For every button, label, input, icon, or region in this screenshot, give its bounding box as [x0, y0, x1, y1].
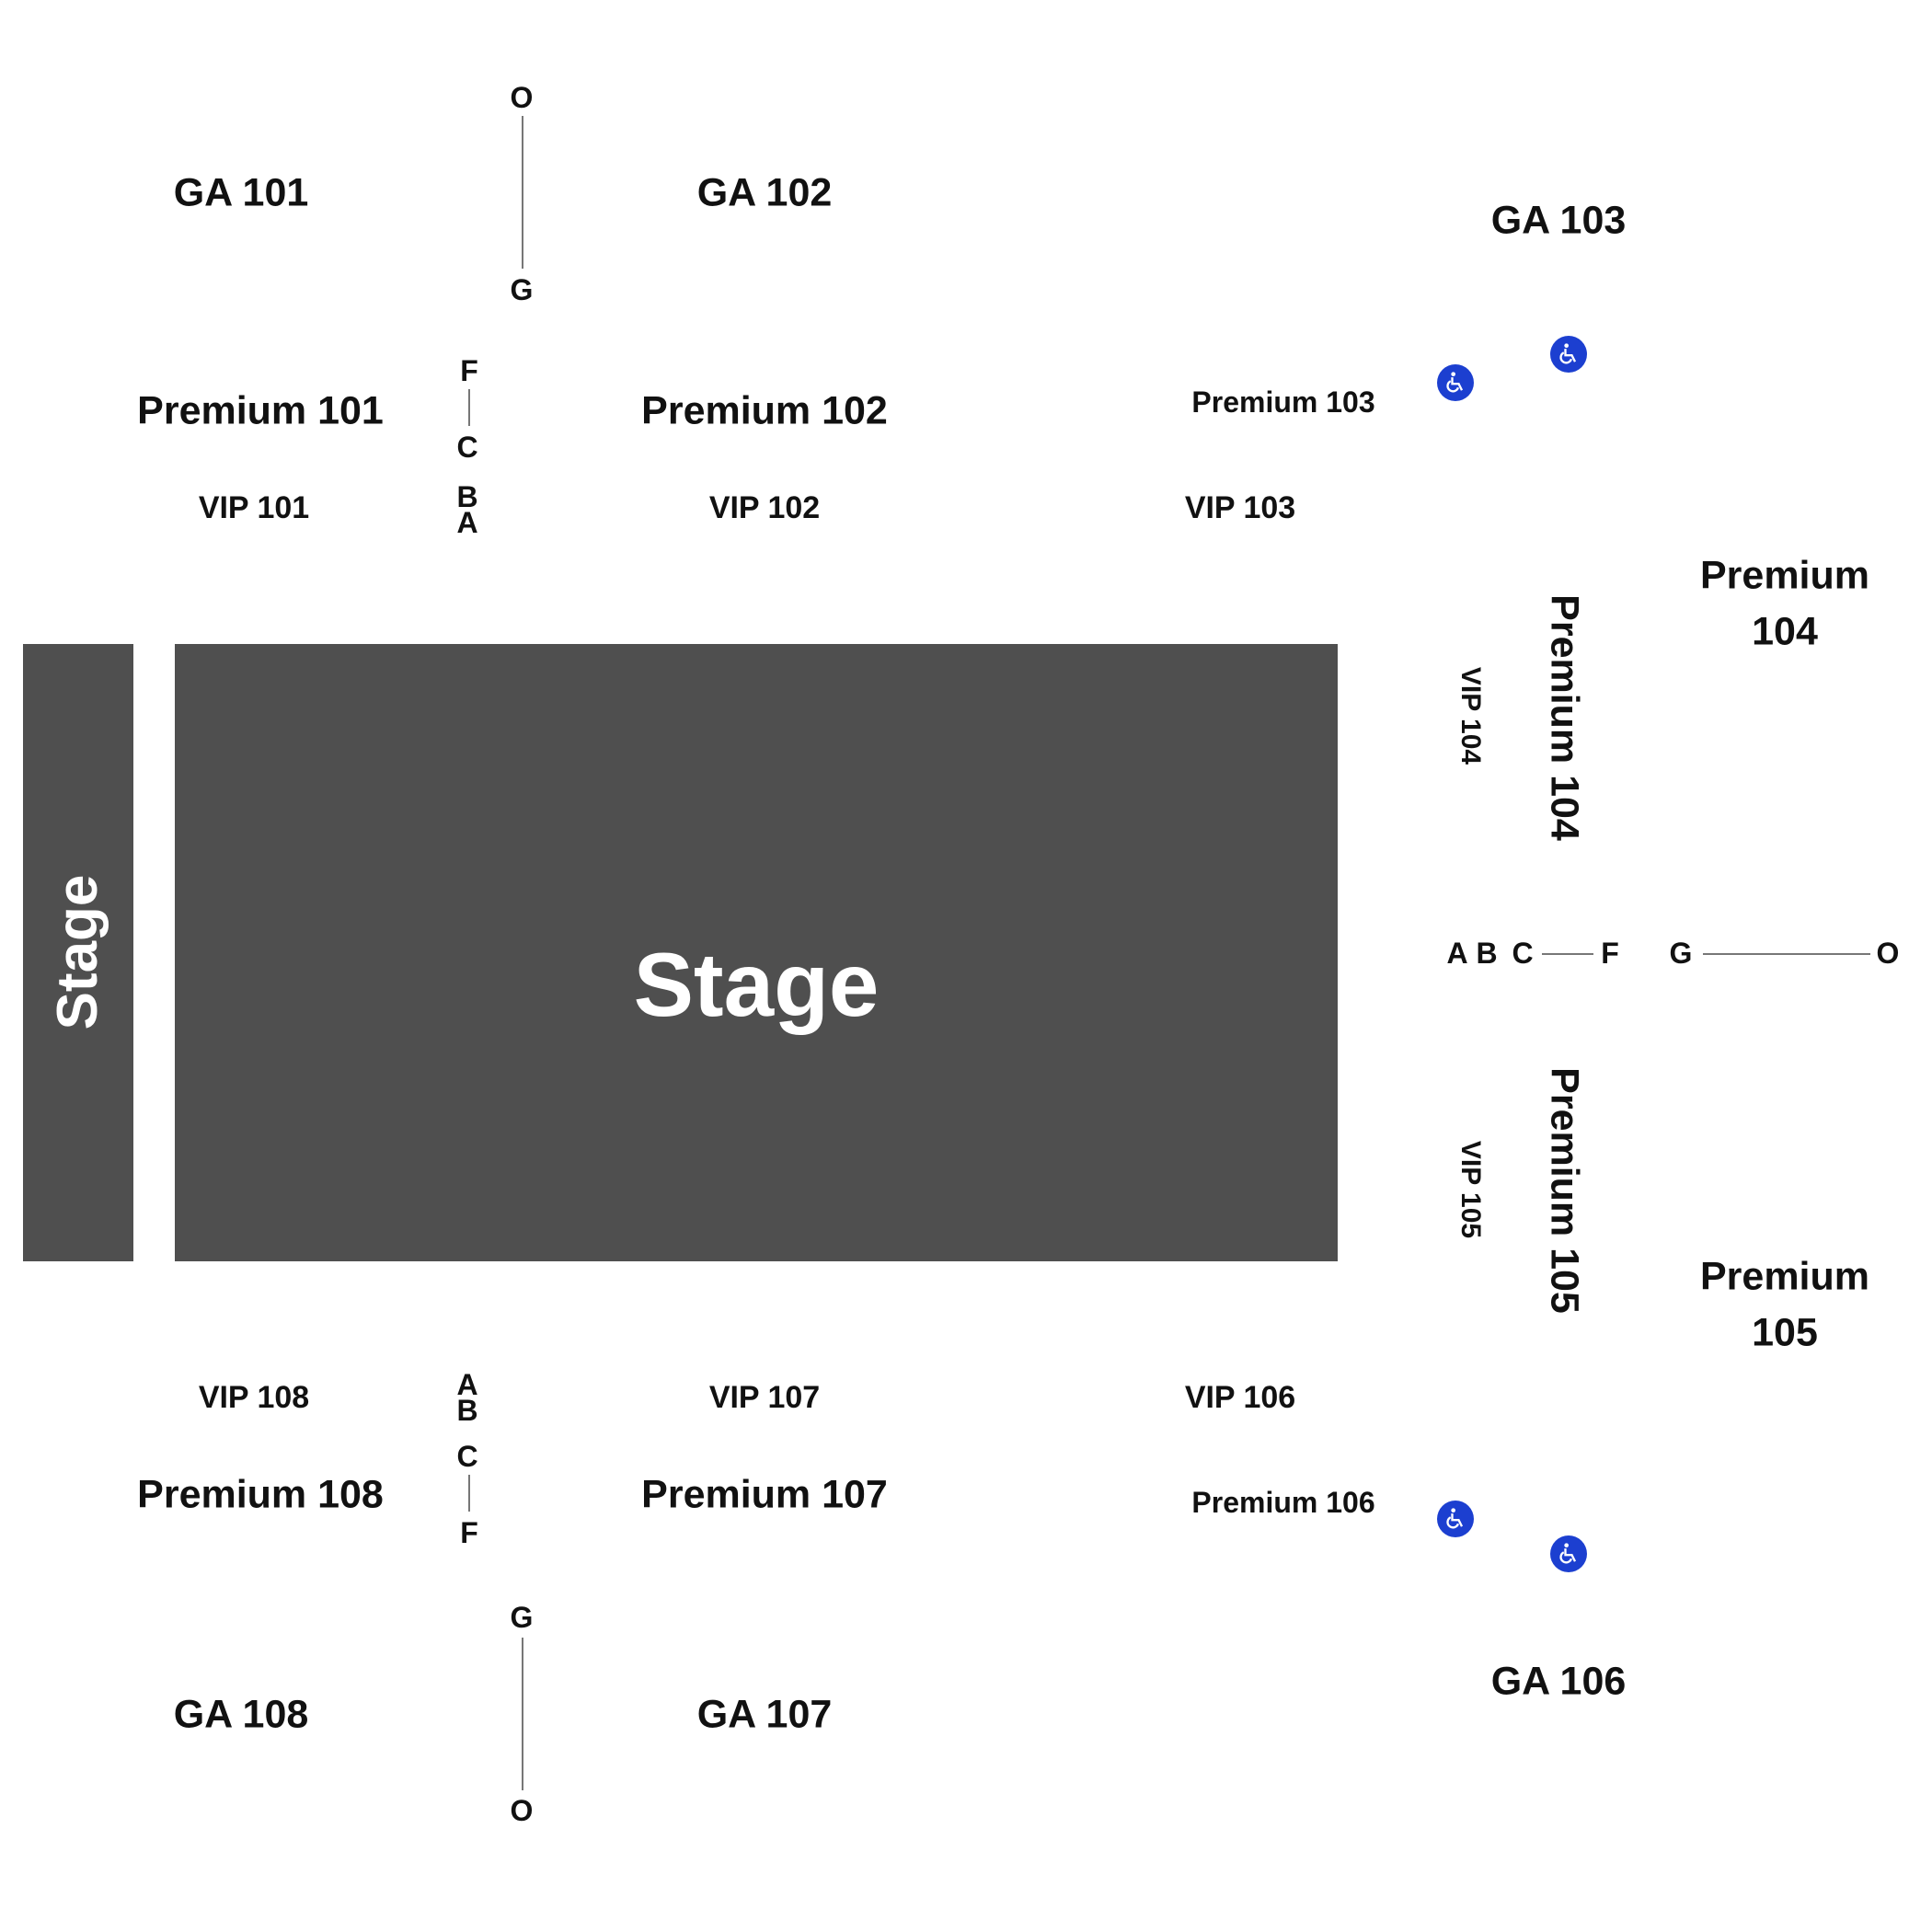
row-marker-top-f: F: [460, 354, 478, 387]
wheelchair-icon: [1550, 1535, 1587, 1572]
section-vip-103[interactable]: VIP 103: [1184, 490, 1296, 525]
row-marker-right-g: G: [1669, 937, 1693, 970]
row-marker-bottom-g: G: [510, 1601, 534, 1634]
section-ga-107[interactable]: GA 107: [696, 1692, 833, 1737]
side-stage: Stage: [23, 644, 133, 1261]
section-vip-107[interactable]: VIP 107: [708, 1380, 821, 1415]
row-marker-top-a: A: [456, 506, 478, 539]
row-marker-bottom-b: B: [456, 1394, 478, 1427]
side-stage-label: Stage: [46, 874, 109, 1030]
section-vip-106[interactable]: VIP 106: [1184, 1380, 1296, 1415]
row-marker-bottom-f: F: [460, 1516, 478, 1549]
row-marker-top-o: O: [510, 81, 534, 114]
section-premium-106[interactable]: Premium 106: [1191, 1486, 1375, 1519]
section-premium-105-line1[interactable]: Premium: [1699, 1254, 1870, 1299]
row-marker-top-g: G: [510, 273, 534, 306]
row-marker-top-c: C: [456, 431, 478, 464]
section-ga-106[interactable]: GA 106: [1490, 1659, 1627, 1704]
section-premium-104-line1[interactable]: Premium: [1699, 553, 1870, 598]
row-marker-bottom-a: A: [456, 1368, 478, 1401]
row-marker-bottom-o: O: [510, 1794, 534, 1827]
main-stage: Stage: [175, 644, 1338, 1261]
row-range-line-top-fc: [468, 389, 470, 426]
section-premium-105-vertical[interactable]: Premium 105: [1542, 1067, 1587, 1314]
wheelchair-icon: [1550, 336, 1587, 373]
row-range-line-bottom-cf: [468, 1475, 470, 1512]
section-vip-108[interactable]: VIP 108: [198, 1380, 310, 1415]
section-vip-105[interactable]: VIP 105: [1455, 1140, 1486, 1239]
row-range-line-right-cf: [1542, 953, 1593, 955]
section-ga-102[interactable]: GA 102: [696, 170, 833, 215]
section-premium-102[interactable]: Premium 102: [641, 388, 888, 433]
row-marker-bottom-c: C: [456, 1440, 478, 1473]
row-marker-right-a: A: [1446, 937, 1468, 970]
section-premium-105-line2[interactable]: 105: [1752, 1310, 1818, 1355]
section-vip-104[interactable]: VIP 104: [1455, 666, 1486, 765]
row-marker-right-o: O: [1876, 937, 1900, 970]
section-premium-104-line2[interactable]: 104: [1752, 609, 1818, 654]
row-marker-right-b: B: [1476, 937, 1498, 970]
row-marker-top-b: B: [456, 480, 478, 513]
section-ga-103[interactable]: GA 103: [1490, 198, 1627, 243]
section-ga-108[interactable]: GA 108: [173, 1692, 309, 1737]
section-premium-103[interactable]: Premium 103: [1191, 385, 1375, 419]
section-vip-101[interactable]: VIP 101: [198, 490, 310, 525]
wheelchair-icon: [1437, 1501, 1474, 1537]
section-premium-108[interactable]: Premium 108: [137, 1472, 384, 1517]
section-vip-102[interactable]: VIP 102: [708, 490, 821, 525]
section-ga-101[interactable]: GA 101: [173, 170, 309, 215]
row-marker-right-c: C: [1512, 937, 1534, 970]
row-range-line-top-og: [522, 116, 523, 269]
main-stage-label: Stage: [633, 934, 880, 1035]
wheelchair-icon: [1437, 364, 1474, 401]
row-marker-right-f: F: [1601, 937, 1619, 970]
section-premium-101[interactable]: Premium 101: [137, 388, 384, 433]
section-premium-104-vertical[interactable]: Premium 104: [1542, 594, 1587, 841]
section-premium-107[interactable]: Premium 107: [641, 1472, 888, 1517]
row-range-line-right-go: [1703, 953, 1870, 955]
row-range-line-bottom-go: [522, 1638, 523, 1790]
